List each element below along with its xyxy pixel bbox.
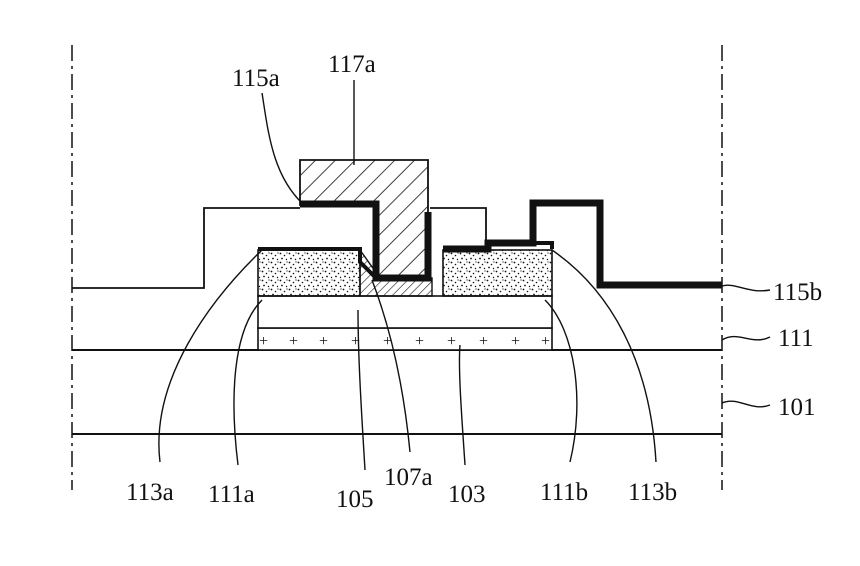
label-115b: 115b bbox=[773, 279, 822, 306]
label-101: 101 bbox=[778, 394, 816, 421]
insulating-layer-111-inner bbox=[430, 208, 486, 243]
electrode-111b bbox=[443, 250, 552, 296]
leader-111 bbox=[722, 337, 770, 340]
plus-mark: + bbox=[447, 333, 456, 350]
plus-mark: + bbox=[415, 333, 424, 350]
plus-mark: + bbox=[541, 333, 550, 350]
label-105: 105 bbox=[336, 486, 374, 513]
label-111b: 111b bbox=[540, 479, 588, 506]
label-113a: 113a bbox=[126, 479, 174, 506]
label-113b: 113b bbox=[628, 479, 677, 506]
leader-113a bbox=[159, 250, 262, 462]
plus-mark: + bbox=[511, 333, 520, 350]
leader-115b bbox=[722, 285, 770, 291]
leader-115a bbox=[262, 93, 303, 204]
label-115a: 115a bbox=[232, 65, 280, 92]
plus-mark: + bbox=[289, 333, 298, 350]
leader-103 bbox=[459, 345, 465, 465]
plus-mark: + bbox=[479, 333, 488, 350]
leader-101 bbox=[722, 401, 770, 407]
label-103: 103 bbox=[448, 481, 486, 508]
plus-mark: + bbox=[319, 333, 328, 350]
label-117a: 117a bbox=[328, 51, 376, 78]
label-107a: 107a bbox=[384, 464, 433, 491]
electrode-111a bbox=[258, 250, 360, 296]
plus-mark: + bbox=[259, 333, 268, 350]
label-111: 111 bbox=[778, 325, 814, 352]
label-111a: 111a bbox=[208, 481, 255, 508]
gate-insulator-105 bbox=[258, 296, 552, 328]
active-layer-103 bbox=[258, 328, 552, 350]
